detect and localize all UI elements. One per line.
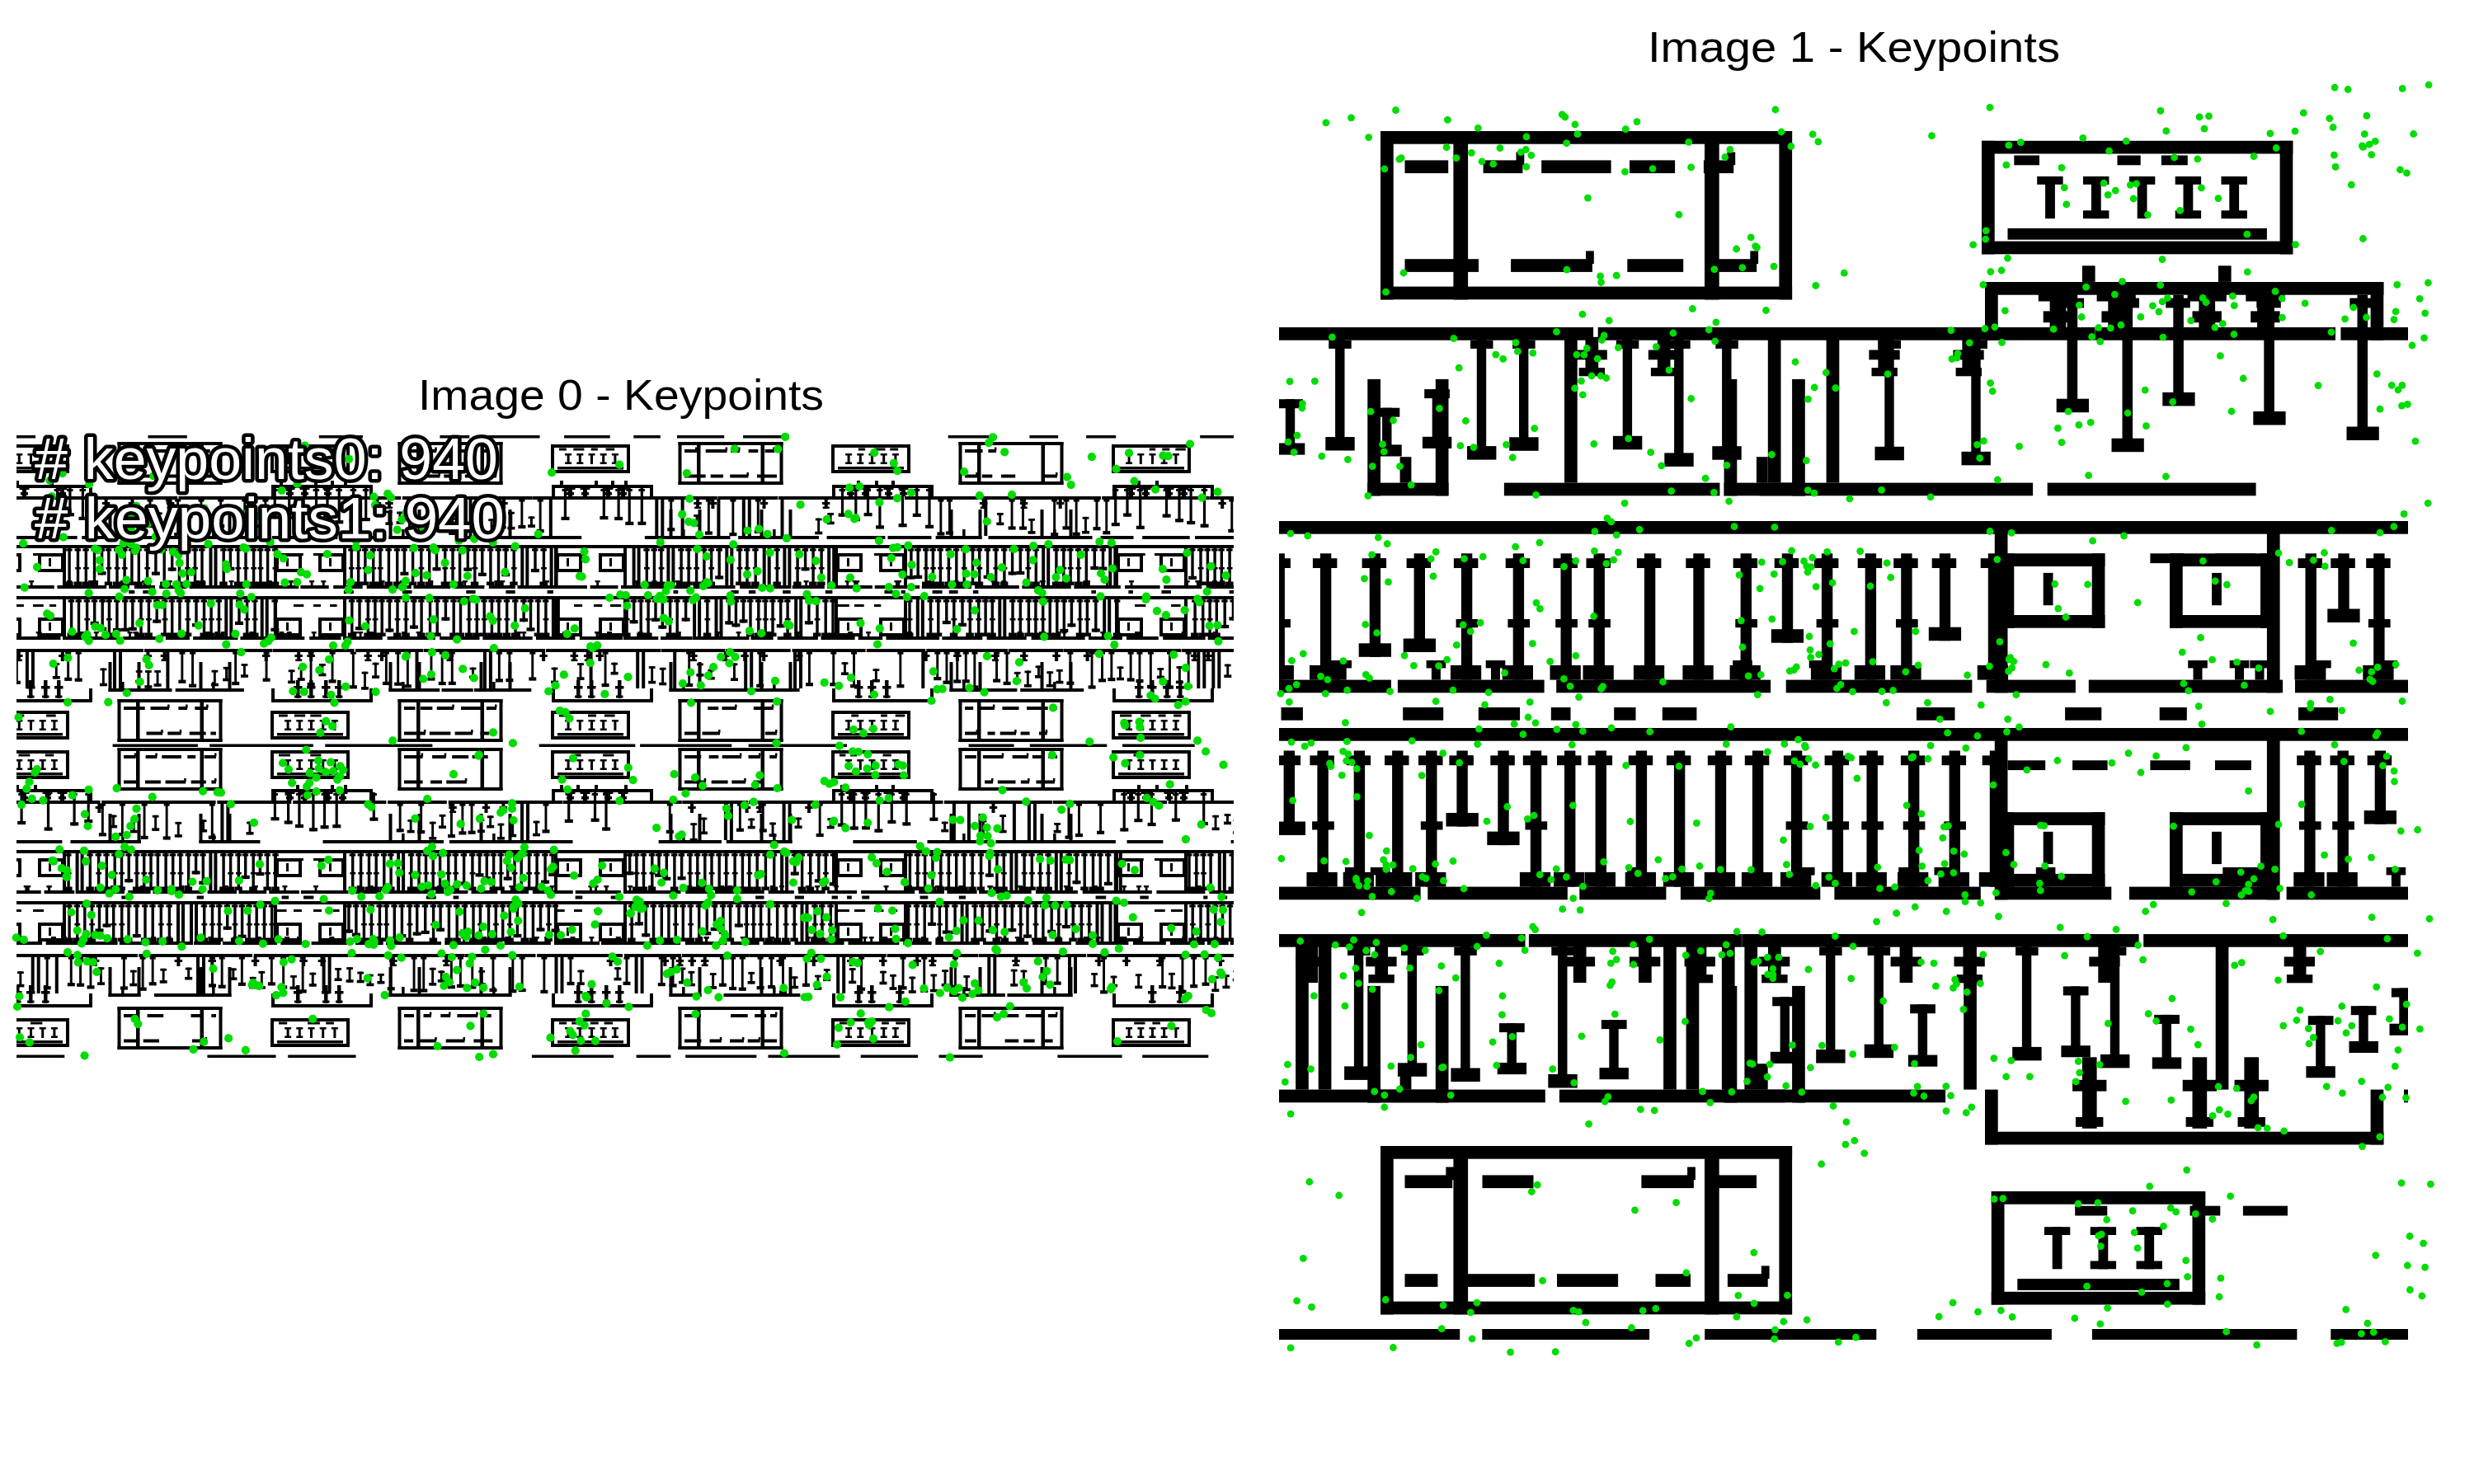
svg-text:# keypoints1: 940: # keypoints1: 940 xyxy=(35,486,505,551)
svg-text:# keypoints0: 940: # keypoints0: 940 xyxy=(35,427,498,491)
svg-text:Image 0 - Keypoints: Image 0 - Keypoints xyxy=(418,371,824,419)
svg-text:Image 1 - Keypoints: Image 1 - Keypoints xyxy=(1648,23,2060,71)
